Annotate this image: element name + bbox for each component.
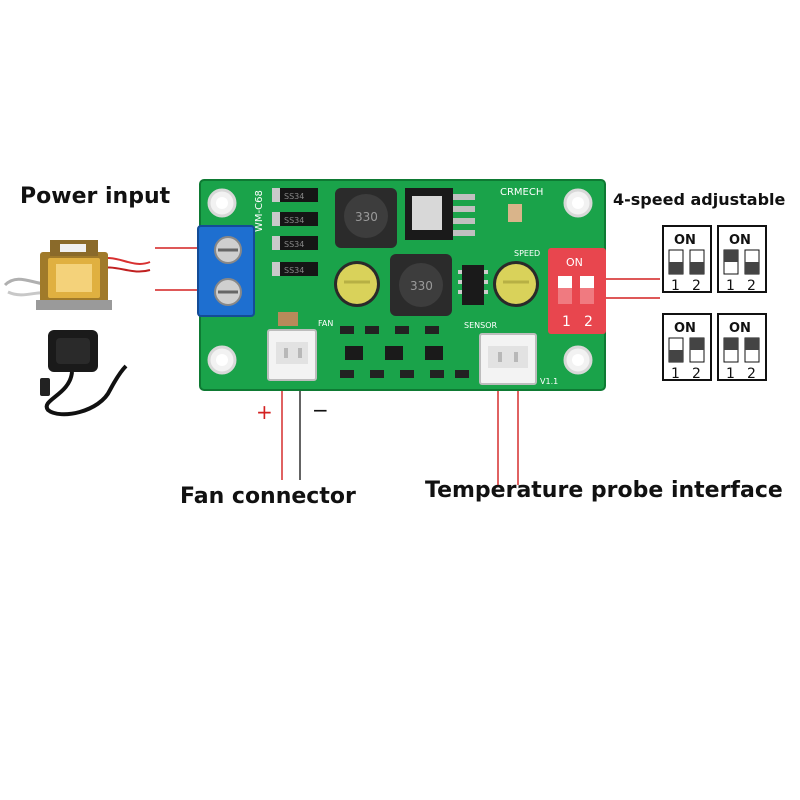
svg-text:330: 330 bbox=[410, 279, 433, 293]
svg-text:ON: ON bbox=[729, 321, 751, 336]
svg-text:1: 1 bbox=[562, 314, 571, 330]
screw-terminal bbox=[197, 225, 255, 317]
ic-chip bbox=[458, 265, 488, 305]
transistor bbox=[385, 346, 403, 360]
svg-text:1: 1 bbox=[726, 278, 735, 294]
svg-text:SS34: SS34 bbox=[284, 240, 304, 249]
mount-hole bbox=[207, 345, 237, 375]
smd-resistor bbox=[370, 370, 384, 378]
svg-text:SS34: SS34 bbox=[284, 192, 304, 201]
svg-text:1: 1 bbox=[726, 366, 735, 382]
svg-text:2: 2 bbox=[747, 366, 756, 382]
speed-adjust-label: 4-speed adjustable bbox=[613, 190, 786, 209]
svg-text:ON: ON bbox=[729, 233, 751, 248]
smd-resistor bbox=[340, 326, 354, 334]
pcb-board: WM-C68 SS34 SS34 SS34 SS34 330 330 bbox=[197, 179, 606, 391]
capacitor bbox=[334, 261, 380, 307]
fan-connector bbox=[267, 329, 317, 381]
capacitor bbox=[493, 261, 539, 307]
fan-plus-sign: + bbox=[256, 400, 273, 424]
smd-resistor bbox=[455, 370, 469, 378]
diode: SS34 bbox=[272, 262, 318, 276]
power-input-label: Power input bbox=[20, 184, 171, 209]
mount-hole bbox=[207, 188, 237, 218]
mount-hole bbox=[563, 188, 593, 218]
transformer-icon bbox=[3, 240, 151, 310]
dip-switch-onboard: ON 1 2 bbox=[548, 248, 606, 334]
dip-setting-2: ON 1 2 bbox=[717, 225, 767, 294]
inductor: 330 bbox=[390, 254, 452, 316]
svg-text:SS34: SS34 bbox=[284, 266, 304, 275]
speed-silk: SPEED bbox=[514, 249, 540, 258]
svg-text:ON: ON bbox=[674, 321, 696, 336]
svg-text:2: 2 bbox=[584, 314, 593, 330]
fan-connector-label: Fan connector bbox=[180, 484, 356, 509]
brand-silk: CRMECH bbox=[500, 187, 543, 198]
mount-hole bbox=[563, 345, 593, 375]
model-silk: WM-C68 bbox=[254, 190, 265, 232]
smd-resistor bbox=[430, 370, 444, 378]
diode: SS34 bbox=[272, 212, 318, 226]
smd-resistor bbox=[340, 370, 354, 378]
svg-text:2: 2 bbox=[747, 278, 756, 294]
temp-probe-label: Temperature probe interface bbox=[425, 478, 783, 503]
power-adapter-icon bbox=[40, 330, 128, 417]
inductor: 330 bbox=[335, 188, 397, 248]
version-silk: V1.1 bbox=[540, 377, 558, 386]
dip-setting-3: ON 1 2 bbox=[662, 313, 712, 382]
smd-component bbox=[508, 204, 522, 222]
smd-component bbox=[278, 312, 298, 326]
transistor bbox=[425, 346, 443, 360]
svg-text:SS34: SS34 bbox=[284, 216, 304, 225]
smd-resistor bbox=[395, 326, 409, 334]
svg-text:1: 1 bbox=[671, 366, 680, 382]
svg-text:ON: ON bbox=[674, 233, 696, 248]
diode: SS34 bbox=[272, 236, 318, 250]
smd-resistor bbox=[365, 326, 379, 334]
transistor bbox=[345, 346, 363, 360]
sensor-connector bbox=[479, 333, 537, 385]
svg-text:2: 2 bbox=[692, 278, 701, 294]
smd-resistor bbox=[400, 370, 414, 378]
diode: SS34 bbox=[272, 188, 318, 202]
svg-text:330: 330 bbox=[355, 210, 378, 224]
regulator-chip bbox=[405, 188, 475, 240]
svg-text:2: 2 bbox=[692, 366, 701, 382]
fan-silk: FAN bbox=[318, 319, 333, 328]
sensor-silk: SENSOR bbox=[464, 321, 497, 330]
fan-minus-sign: − bbox=[312, 398, 329, 422]
dip-setting-4: ON 1 2 bbox=[717, 313, 767, 382]
smd-resistor bbox=[425, 326, 439, 334]
svg-text:ON: ON bbox=[566, 256, 583, 269]
dip-setting-1: ON 1 2 bbox=[662, 225, 712, 294]
svg-text:1: 1 bbox=[671, 278, 680, 294]
